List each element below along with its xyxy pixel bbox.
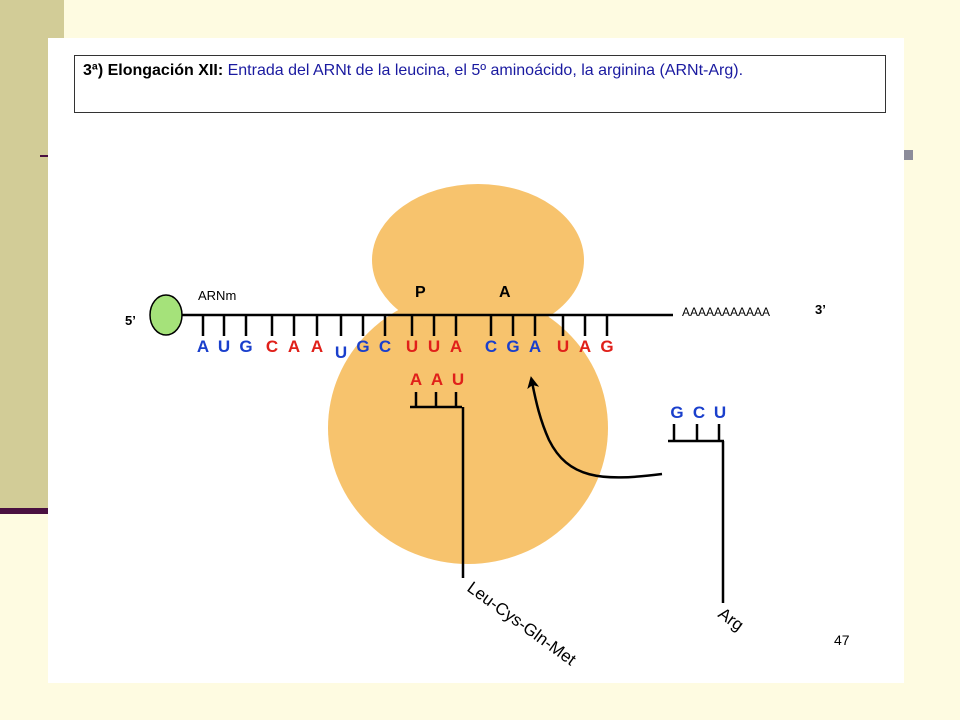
codon-base: A (197, 337, 209, 356)
codon-base: U (218, 337, 230, 356)
entry-arrow (527, 376, 663, 479)
anticodon-base: A (410, 370, 422, 389)
codon-base: G (600, 337, 613, 356)
five-prime-cap (149, 294, 183, 336)
sidebar-rule (0, 508, 48, 514)
codon-ticks (201, 315, 609, 336)
anticodon-base: C (693, 403, 705, 422)
peptide-chain-label: Leu-Cys-Gln-Met (464, 578, 580, 670)
codon-base: C (379, 337, 391, 356)
anticodon-base: G (670, 403, 683, 422)
polya-tail: AAAAAAAAAAA (682, 305, 770, 319)
top-rule (40, 155, 50, 157)
ribosome-large-subunit (328, 292, 608, 564)
anticodon-base: A (431, 370, 443, 389)
right-accent (903, 150, 913, 160)
title-text: Entrada del ARNt de la leucina, el 5º am… (227, 62, 744, 79)
page-number: 47 (834, 632, 850, 648)
codon-base: C (485, 337, 497, 356)
site-p-label: P (415, 284, 426, 301)
codon-base: U (335, 343, 347, 362)
codon-base: G (356, 337, 369, 356)
codon-base: G (239, 337, 252, 356)
arginine-label: Arg (715, 604, 748, 635)
site-a-label: A (499, 284, 511, 301)
trna-p-body (410, 392, 465, 578)
codon-base: G (506, 337, 519, 356)
codon-base: A (529, 337, 541, 356)
codon-base: C (266, 337, 278, 356)
trna-incoming-body (668, 424, 725, 603)
title-box: 3ª) Elongación XII: Entrada del ARNt de … (74, 55, 886, 113)
anticodon-base: U (452, 370, 464, 389)
anticodon-base: U (714, 403, 726, 422)
codon-base: U (428, 337, 440, 356)
codon-base: U (557, 337, 569, 356)
codon-base: A (579, 337, 591, 356)
five-prime-label: 5’ (125, 313, 136, 328)
codon-base: A (450, 337, 462, 356)
ribosome-small-subunit (372, 184, 584, 336)
title-heading: 3ª) Elongación XII: (83, 62, 224, 79)
three-prime-label: 3’ (815, 302, 826, 317)
codon-base: A (311, 337, 323, 356)
codon-base: A (288, 337, 300, 356)
codon-base: U (406, 337, 418, 356)
mrna-label: ARNm (198, 288, 236, 303)
